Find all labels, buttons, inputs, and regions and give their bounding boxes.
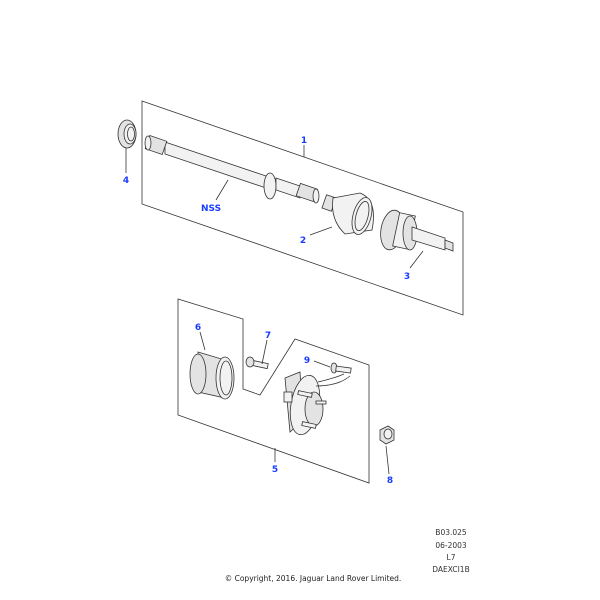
copyright-notice: © Copyright, 2016. Jaguar Land Rover Lim…	[224, 574, 402, 583]
reference-model: L7	[446, 553, 456, 562]
hub-nut-part[interactable]	[379, 425, 395, 445]
sensor-bolt-part[interactable]	[315, 362, 352, 387]
callout-4[interactable]: 4	[123, 176, 129, 186]
callout-3[interactable]: 3	[404, 272, 410, 282]
cv-boot-part[interactable]	[321, 192, 376, 237]
driveshaft-assembly-panel	[141, 100, 464, 316]
callout-9[interactable]: 9	[304, 356, 310, 366]
callout-1[interactable]: 1	[301, 136, 307, 146]
callout-2[interactable]: 2	[300, 236, 306, 246]
hub-assembly-panel	[177, 298, 370, 484]
leader-lines	[125, 145, 424, 475]
callout-6[interactable]: 6	[195, 323, 201, 333]
drive-shaft-part[interactable]	[144, 134, 320, 204]
callout-7[interactable]: 7	[265, 331, 271, 341]
bolt-part[interactable]	[245, 356, 269, 370]
wheel-hub-part[interactable]	[283, 371, 327, 437]
reference-date: 06-2003	[435, 541, 467, 550]
illustration-id: DAEXCI1B	[432, 565, 470, 574]
callout-nss[interactable]: NSS	[201, 204, 221, 214]
callout-8[interactable]: 8	[387, 476, 393, 486]
oil-seal-part[interactable]	[117, 119, 137, 149]
callout-5[interactable]: 5	[272, 465, 278, 475]
cv-joint-part[interactable]	[378, 208, 454, 252]
wheel-bearing-part[interactable]	[189, 351, 235, 400]
reference-code: B03.025	[435, 528, 467, 537]
